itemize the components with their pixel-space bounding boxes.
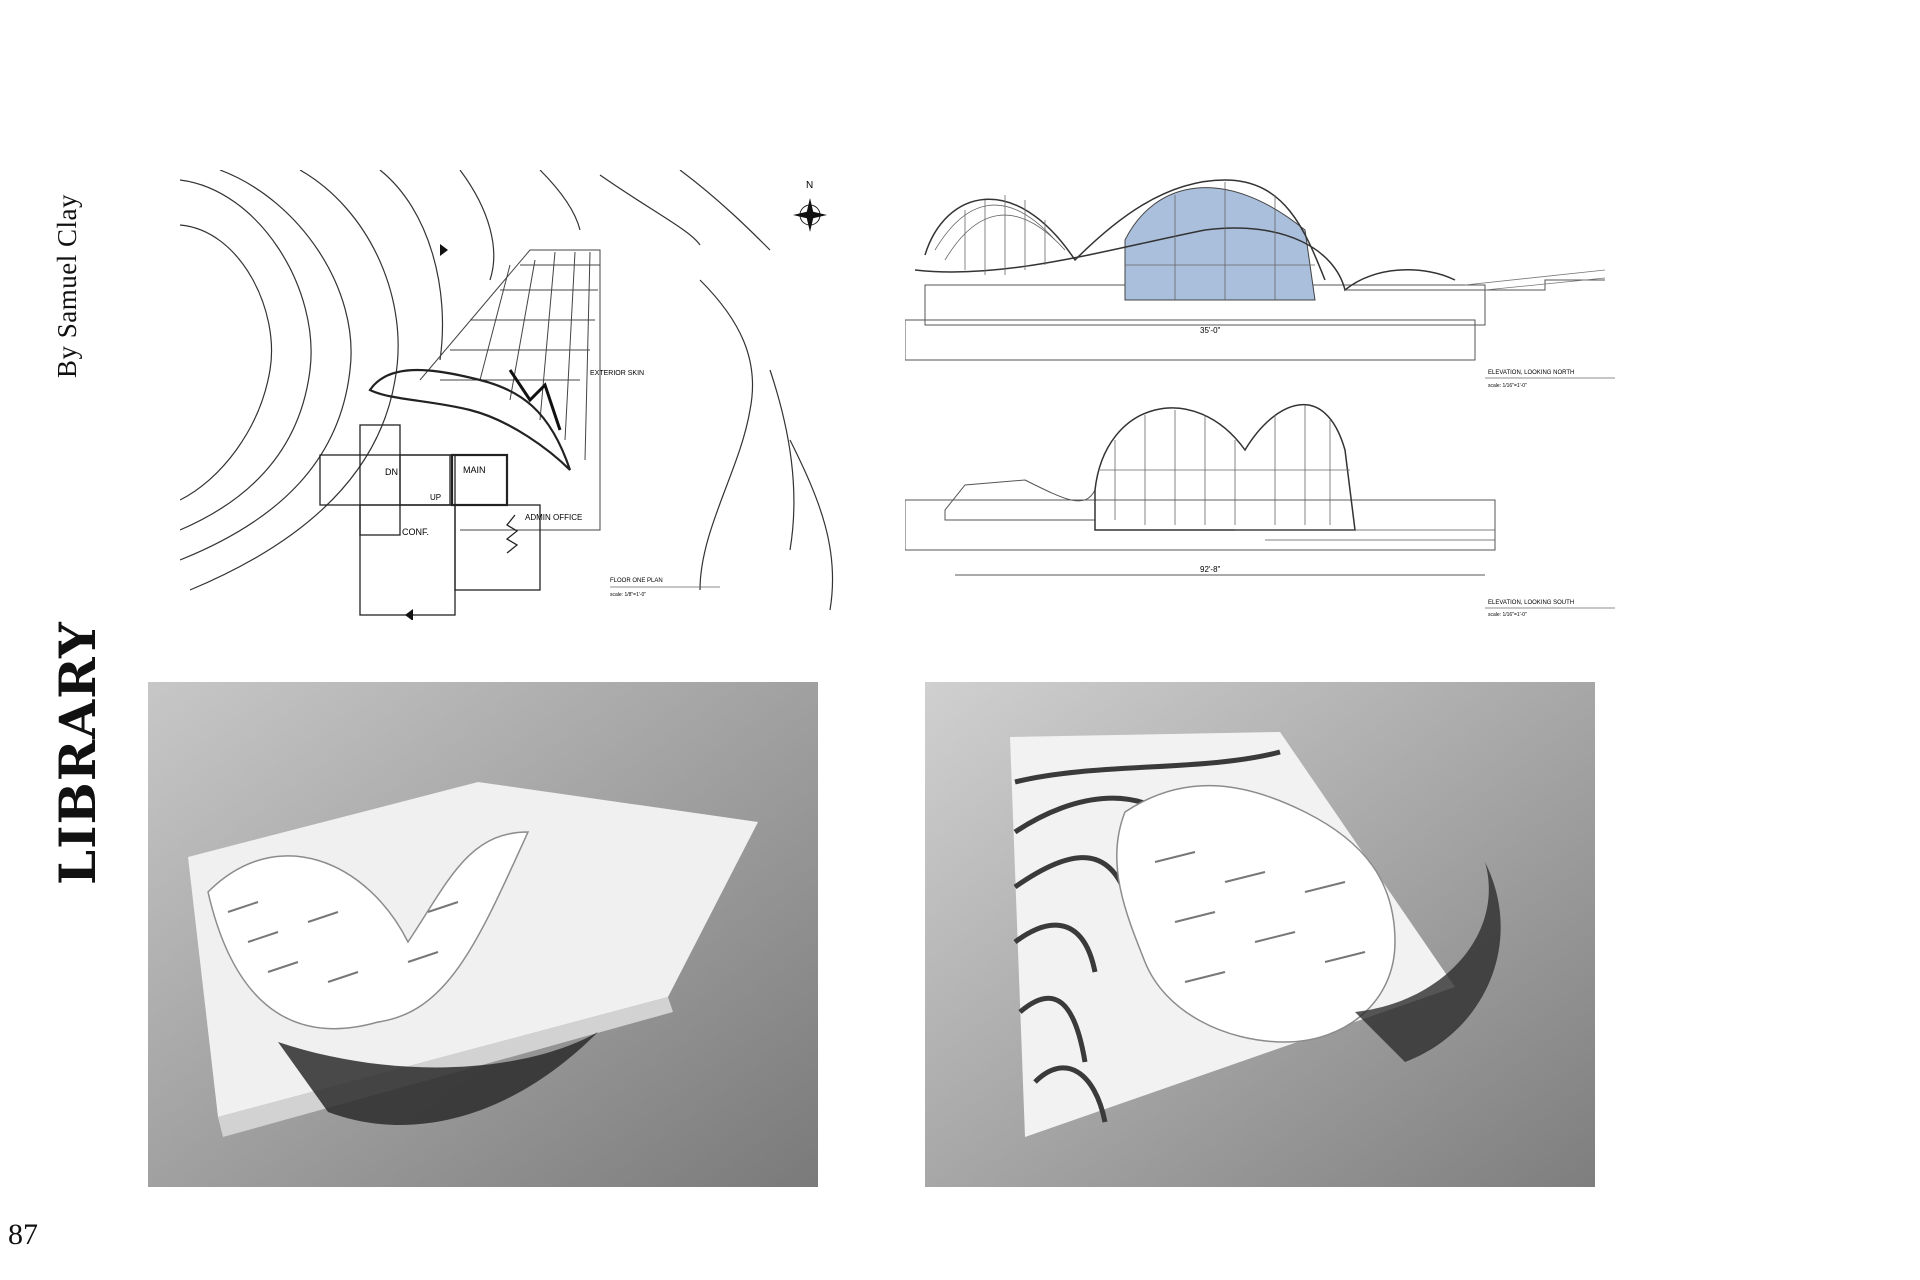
model-photo-top [925, 682, 1595, 1187]
exterior-skin-label: EXTERIOR SKIN [590, 370, 644, 377]
north-arrow-icon: N [793, 180, 827, 232]
page-number: 87 [8, 1218, 38, 1251]
room-label-main: MAIN [463, 465, 486, 475]
floor-plan-scale: scale: 1/8"=1'-0" [610, 592, 646, 598]
page-title-text: LIBRARY [48, 621, 107, 885]
section-marker-icon [405, 609, 413, 620]
elevation-north-caption: ELEVATION, LOOKING NORTH [1488, 370, 1574, 376]
model-photo-front [148, 682, 818, 1187]
floor-plan-caption: FLOOR ONE PLAN [610, 578, 663, 584]
room-label-up: UP [430, 493, 441, 502]
section-marker-icon [440, 244, 448, 256]
room-label-admin: ADMIN OFFICE [525, 513, 582, 522]
elevation-south-dimension: 92'-8" [1200, 565, 1221, 574]
svg-text:N: N [806, 180, 813, 191]
elevation-south-drawing: 92'-8" ELEVATION, LOOKING SOUTH scale: 1… [905, 390, 1625, 620]
elevation-north-drawing: 35'-0" ELEVATION, LOOKING NORTH scale: 1… [905, 170, 1625, 395]
room-label-conf: CONF. [402, 527, 429, 537]
elevation-south-scale: scale: 1/16"=1'-0" [1488, 612, 1527, 618]
floor-plan-drawing: DN MAIN UP ADMIN OFFICE CONF. EXTERIOR S… [180, 170, 860, 620]
elevation-north-scale: scale: 1/16"=1'-0" [1488, 383, 1527, 389]
room-label-dn: DN [385, 467, 398, 477]
author-text: By Samuel Clay [52, 194, 82, 378]
elevation-south-caption: ELEVATION, LOOKING SOUTH [1488, 600, 1574, 606]
elevation-north-dimension: 35'-0" [1200, 326, 1221, 335]
